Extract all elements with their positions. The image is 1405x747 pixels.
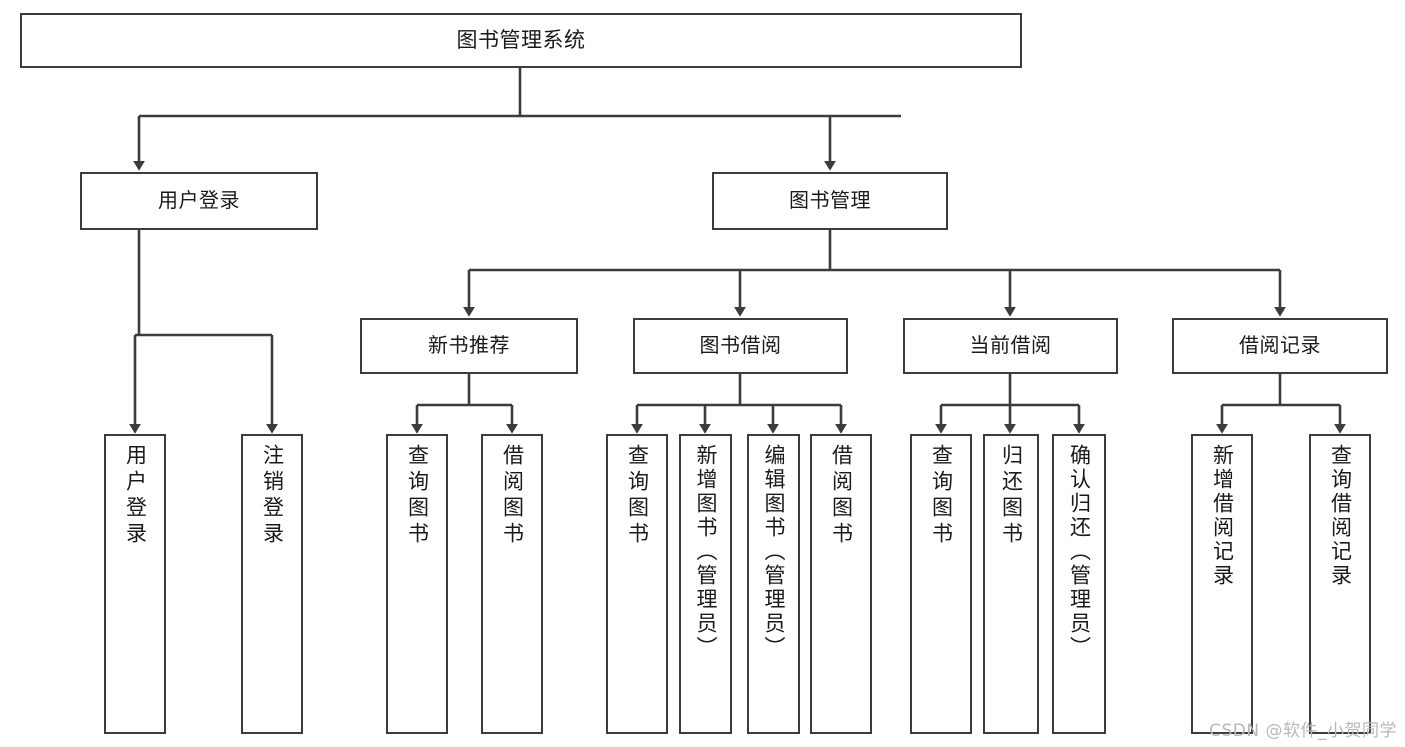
node-label: 图书管理	[789, 188, 871, 213]
node-label: 查询图书	[405, 444, 430, 548]
node-label: 查询图书	[625, 444, 650, 548]
leaf-book-borrow-edit-book-admin[interactable]: 编辑图书（管理员）	[747, 434, 800, 734]
leaf-user-login-login[interactable]: 用户登录	[104, 434, 166, 734]
node-book-management[interactable]: 图书管理	[712, 172, 948, 230]
leaf-borrow-record-add-record[interactable]: 新增借阅记录	[1191, 434, 1253, 734]
node-label: 归还图书	[999, 444, 1024, 548]
leaf-current-borrow-return-book[interactable]: 归还图书	[983, 434, 1039, 734]
node-label: 注销登录	[260, 444, 285, 548]
node-label: 图书管理系统	[456, 28, 586, 53]
node-label: 新增图书（管理员）	[694, 444, 718, 660]
csdn-watermark: CSDN @软件_小贺同学	[1209, 721, 1397, 741]
node-label: 借阅记录	[1239, 333, 1321, 358]
leaf-current-borrow-confirm-return-admin[interactable]: 确认归还（管理员）	[1052, 434, 1106, 734]
leaf-book-borrow-borrow-book[interactable]: 借阅图书	[810, 434, 872, 734]
node-label: 用户登录	[123, 444, 148, 548]
node-label: 编辑图书（管理员）	[762, 444, 786, 660]
node-book-borrow[interactable]: 图书借阅	[633, 318, 848, 374]
node-user-login[interactable]: 用户登录	[80, 172, 318, 230]
node-label: 借阅图书	[829, 444, 854, 548]
node-borrow-record[interactable]: 借阅记录	[1172, 318, 1388, 374]
leaf-user-login-logout[interactable]: 注销登录	[241, 434, 303, 734]
node-label: 借阅图书	[500, 444, 525, 548]
leaf-book-borrow-query-book[interactable]: 查询图书	[606, 434, 668, 734]
node-label: 确认归还（管理员）	[1067, 444, 1092, 660]
node-new-book-recommend[interactable]: 新书推荐	[360, 318, 578, 374]
node-label: 当前借阅	[969, 333, 1052, 358]
leaf-book-borrow-add-book-admin[interactable]: 新增图书（管理员）	[679, 434, 732, 734]
node-label: 新增借阅记录	[1210, 444, 1235, 588]
node-label: 用户登录	[158, 188, 240, 213]
node-label: 查询借阅记录	[1328, 444, 1353, 588]
node-current-borrow[interactable]: 当前借阅	[903, 318, 1118, 374]
node-label: 查询图书	[929, 444, 954, 548]
node-label: 新书推荐	[428, 333, 510, 358]
leaf-current-borrow-query-book[interactable]: 查询图书	[910, 434, 972, 734]
node-label: 图书借阅	[699, 333, 782, 358]
node-root-system[interactable]: 图书管理系统	[20, 13, 1022, 68]
leaf-new-book-query-book[interactable]: 查询图书	[386, 434, 448, 734]
leaf-borrow-record-query-record[interactable]: 查询借阅记录	[1309, 434, 1371, 734]
leaf-new-book-borrow-book[interactable]: 借阅图书	[481, 434, 543, 734]
